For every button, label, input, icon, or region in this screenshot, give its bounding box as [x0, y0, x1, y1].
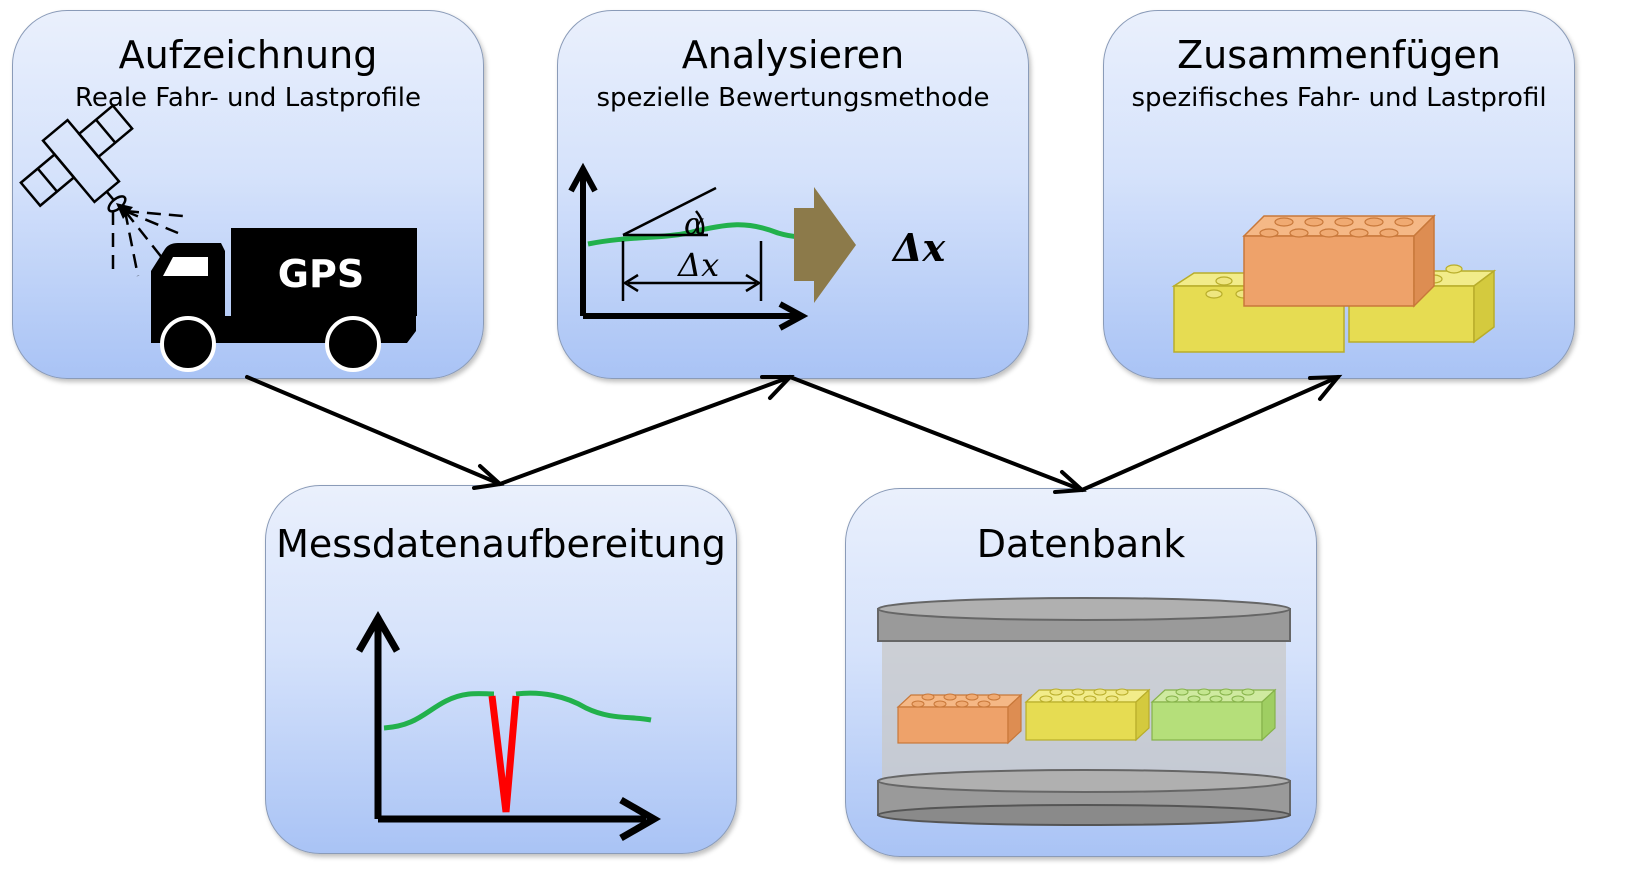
- step-analyze-box: Analysieren spezielle Bewertungsmethode …: [557, 10, 1029, 379]
- delta-x-label: Δx: [676, 246, 719, 284]
- arrow-analyze-to-database: [788, 375, 1084, 492]
- database-illustration: [877, 597, 1291, 826]
- prepare-curve: [383, 690, 652, 731]
- step-combine-title: Zusammenfügen: [1177, 33, 1501, 77]
- step-record-subtitle: Reale Fahr- und Lastprofile: [75, 83, 421, 113]
- record-illustration: GPS: [19, 103, 417, 372]
- truck-icon: [151, 228, 417, 372]
- database-top-ring-icon: [877, 597, 1291, 642]
- prepare-axes: [355, 610, 662, 842]
- db-brick-green-icon: [1150, 688, 1277, 742]
- step-database-box: Datenbank: [845, 488, 1317, 857]
- angle-alpha-label: α: [684, 207, 704, 242]
- step-combine-box: Zusammenfügen spezifisches Fahr- und Las…: [1103, 10, 1575, 379]
- analyze-axes: [568, 162, 809, 331]
- step-database-title: Datenbank: [976, 522, 1186, 566]
- arrow-prepare-to-analyze: [498, 375, 792, 486]
- analyze-illustration: α Δx Δx: [568, 162, 946, 331]
- prepare-spike: [488, 695, 520, 813]
- arrow-record-to-prepare: [245, 375, 502, 486]
- brick-orange-top-icon: [1242, 214, 1436, 308]
- result-delta-x: Δx: [891, 225, 946, 270]
- step-analyze-title: Analysieren: [681, 33, 905, 77]
- step-prepare-title: Messdatenaufbereitung: [276, 522, 726, 566]
- result-arrow-icon: [794, 187, 856, 303]
- truck-gps-label: GPS: [278, 252, 364, 296]
- db-brick-orange-icon: [896, 693, 1023, 745]
- combine-illustration: [1171, 214, 1497, 353]
- step-record-box: Aufzeichnung Reale Fahr- und Lastprofile: [12, 10, 484, 379]
- angle-construction: [621, 186, 763, 301]
- signal-rays-icon: [111, 209, 184, 277]
- step-record-title: Aufzeichnung: [118, 33, 378, 77]
- database-bottom-ring-icon: [877, 769, 1291, 826]
- step-analyze-subtitle: spezielle Bewertungsmethode: [596, 83, 990, 113]
- db-brick-yellow-icon: [1024, 688, 1151, 742]
- prepare-illustration: [355, 610, 662, 842]
- step-prepare-box: Messdatenaufbereitung: [265, 485, 737, 854]
- satellite-icon: [19, 103, 134, 213]
- arrow-database-to-combine: [1080, 375, 1340, 492]
- step-combine-subtitle: spezifisches Fahr- und Lastprofil: [1131, 83, 1547, 113]
